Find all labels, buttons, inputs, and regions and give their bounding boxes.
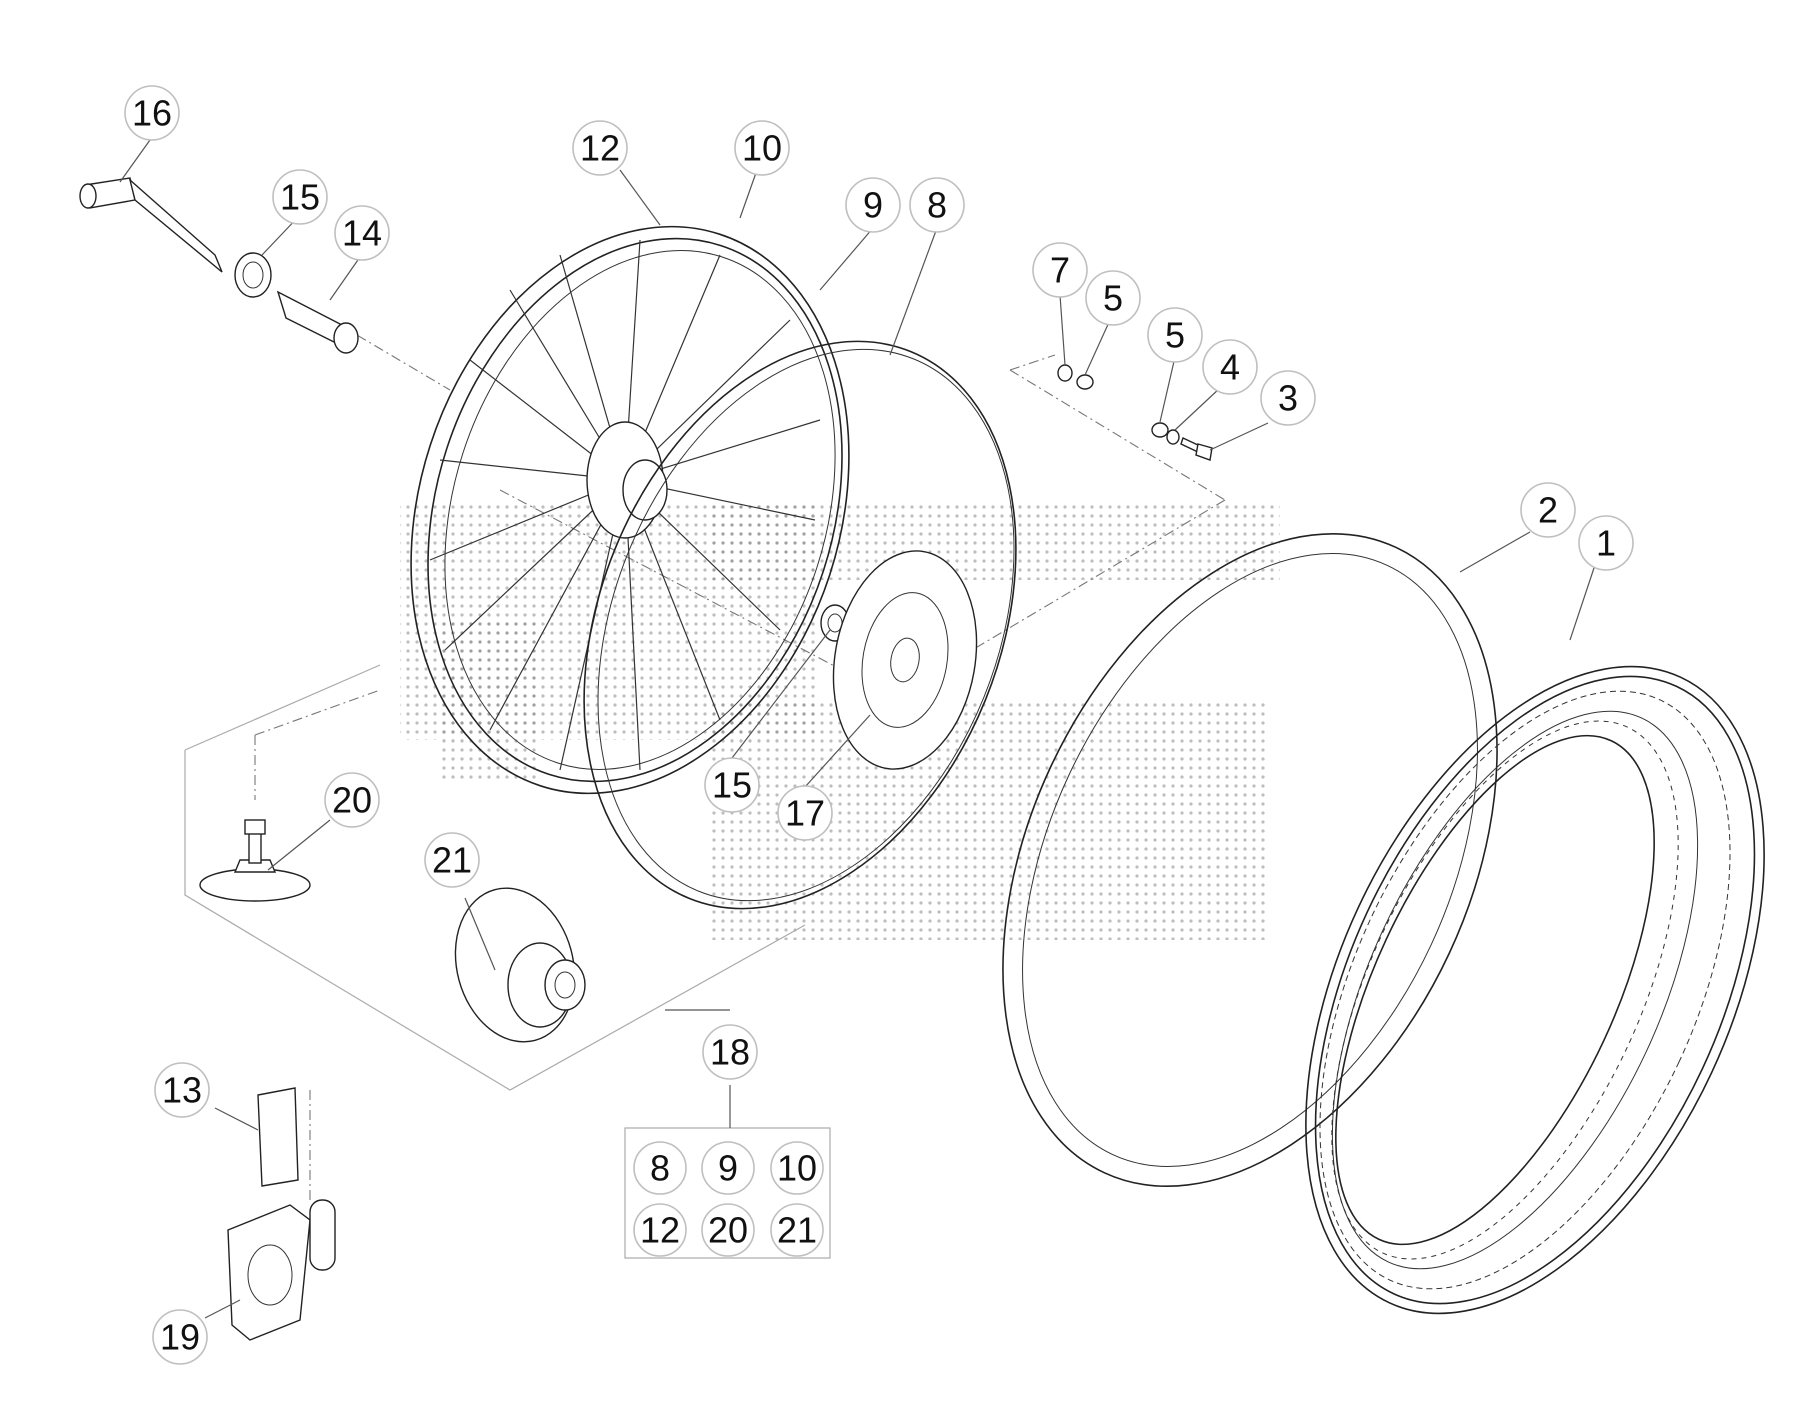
callout-1: 1 bbox=[1578, 515, 1634, 571]
valve bbox=[199, 819, 311, 902]
kit-item-12: 12 bbox=[633, 1203, 687, 1257]
callout-label: 16 bbox=[132, 93, 172, 134]
callout-15-top: 15 bbox=[272, 169, 328, 225]
kit-item-label: 8 bbox=[650, 1148, 670, 1189]
kit-item-21: 21 bbox=[770, 1203, 824, 1257]
washer-5b bbox=[1151, 422, 1169, 438]
callout-20: 20 bbox=[324, 772, 380, 828]
spoked-wheel bbox=[410, 225, 850, 795]
callout-label: 9 bbox=[863, 185, 883, 226]
kit-item-20: 20 bbox=[701, 1203, 755, 1257]
callout-label: 13 bbox=[162, 1070, 202, 1111]
kit-box bbox=[624, 1127, 831, 1259]
callout-label: 12 bbox=[580, 128, 620, 169]
kit-contents: 8 9 10 12 20 21 bbox=[633, 1141, 824, 1257]
callout-label: 21 bbox=[432, 840, 472, 881]
kit-item-label: 12 bbox=[640, 1210, 680, 1251]
callouts: 16 15 14 12 10 9 8 7 bbox=[124, 85, 1634, 1365]
callout-label: 17 bbox=[785, 793, 825, 834]
washer-4 bbox=[1166, 429, 1180, 445]
callout-7: 7 bbox=[1032, 242, 1088, 298]
hub-21 bbox=[454, 887, 586, 1043]
kit-item-8: 8 bbox=[633, 1141, 687, 1195]
callout-label: 1 bbox=[1596, 523, 1616, 564]
callout-label: 10 bbox=[742, 128, 782, 169]
callout-label: 15 bbox=[280, 177, 320, 218]
callout-label: 14 bbox=[342, 213, 382, 254]
callout-12: 12 bbox=[572, 120, 628, 176]
bolt-3 bbox=[1180, 437, 1213, 461]
nut-7 bbox=[1057, 364, 1073, 382]
callout-21: 21 bbox=[424, 832, 480, 888]
callout-5-b: 5 bbox=[1147, 307, 1203, 363]
rim-tape bbox=[583, 340, 1017, 910]
callout-label: 15 bbox=[712, 765, 752, 806]
callout-label: 19 bbox=[160, 1317, 200, 1358]
kit-item-label: 9 bbox=[718, 1148, 738, 1189]
callout-label: 3 bbox=[1278, 378, 1298, 419]
callout-3: 3 bbox=[1260, 370, 1316, 426]
callout-17: 17 bbox=[777, 785, 833, 841]
brake-disc bbox=[832, 550, 978, 770]
watermark-halftone bbox=[400, 500, 1280, 940]
callout-15-lower: 15 bbox=[704, 757, 760, 813]
callout-label: 5 bbox=[1165, 315, 1185, 356]
kit-item-9: 9 bbox=[701, 1141, 755, 1195]
fasteners bbox=[1057, 364, 1213, 461]
kit-item-label: 20 bbox=[708, 1210, 748, 1251]
callout-2: 2 bbox=[1520, 482, 1576, 538]
kit-item-label: 10 bbox=[777, 1148, 817, 1189]
sealant-pouch bbox=[227, 1199, 336, 1341]
callout-9: 9 bbox=[845, 177, 901, 233]
callout-13: 13 bbox=[154, 1062, 210, 1118]
callout-16: 16 bbox=[124, 85, 180, 141]
callout-5-a: 5 bbox=[1085, 270, 1141, 326]
kit-item-10: 10 bbox=[770, 1141, 824, 1195]
callout-label: 5 bbox=[1103, 278, 1123, 319]
callout-19: 19 bbox=[152, 1309, 208, 1365]
callout-10: 10 bbox=[734, 120, 790, 176]
washer-5a bbox=[1076, 374, 1094, 390]
inner-tube bbox=[1002, 532, 1498, 1188]
callout-label: 2 bbox=[1538, 490, 1558, 531]
sticker bbox=[257, 1087, 299, 1187]
callout-label: 7 bbox=[1050, 250, 1070, 291]
spacer bbox=[276, 290, 359, 354]
callout-4: 4 bbox=[1202, 339, 1258, 395]
callout-14: 14 bbox=[334, 205, 390, 261]
callout-18: 18 bbox=[702, 1024, 758, 1080]
leader-lines bbox=[119, 139, 1596, 1319]
callout-label: 4 bbox=[1220, 347, 1240, 388]
callout-label: 20 bbox=[332, 780, 372, 821]
tire bbox=[1305, 665, 1765, 1315]
assembly-lines bbox=[184, 324, 1226, 1200]
kit-item-label: 21 bbox=[777, 1210, 817, 1251]
callout-8: 8 bbox=[909, 177, 965, 233]
bearing-top bbox=[234, 252, 272, 298]
axle bbox=[79, 177, 223, 273]
callout-label: 8 bbox=[927, 185, 947, 226]
callout-label: 18 bbox=[710, 1032, 750, 1073]
